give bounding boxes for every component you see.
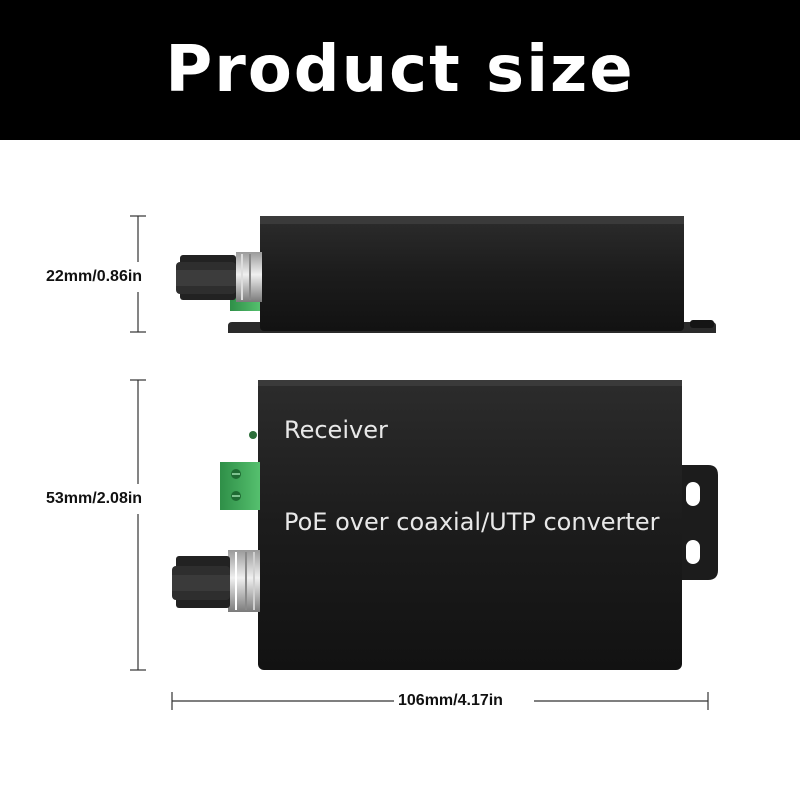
side-bnc-connector [176, 252, 262, 302]
side-view-device [176, 216, 716, 333]
led-indicator [249, 431, 257, 439]
side-height-dimension-label: 22mm/0.86in [46, 268, 143, 285]
device-label-description: PoE over coaxial/UTP converter [284, 508, 660, 536]
terminal-block [220, 462, 260, 510]
side-body [260, 216, 684, 331]
device-label-receiver: Receiver [284, 416, 388, 444]
top-height-dimension-label: 53mm/2.08in [46, 490, 143, 507]
top-body [258, 380, 682, 670]
length-dimension-label: 106mm/4.17in [398, 692, 503, 709]
title-banner: Product size [0, 0, 800, 140]
mounting-hole-top [686, 482, 700, 506]
dimension-lines [130, 215, 709, 710]
top-view-device [172, 380, 718, 670]
bnc-connector [172, 550, 260, 612]
mounting-hole-bottom [686, 540, 700, 564]
page-title: Product size [165, 33, 635, 107]
